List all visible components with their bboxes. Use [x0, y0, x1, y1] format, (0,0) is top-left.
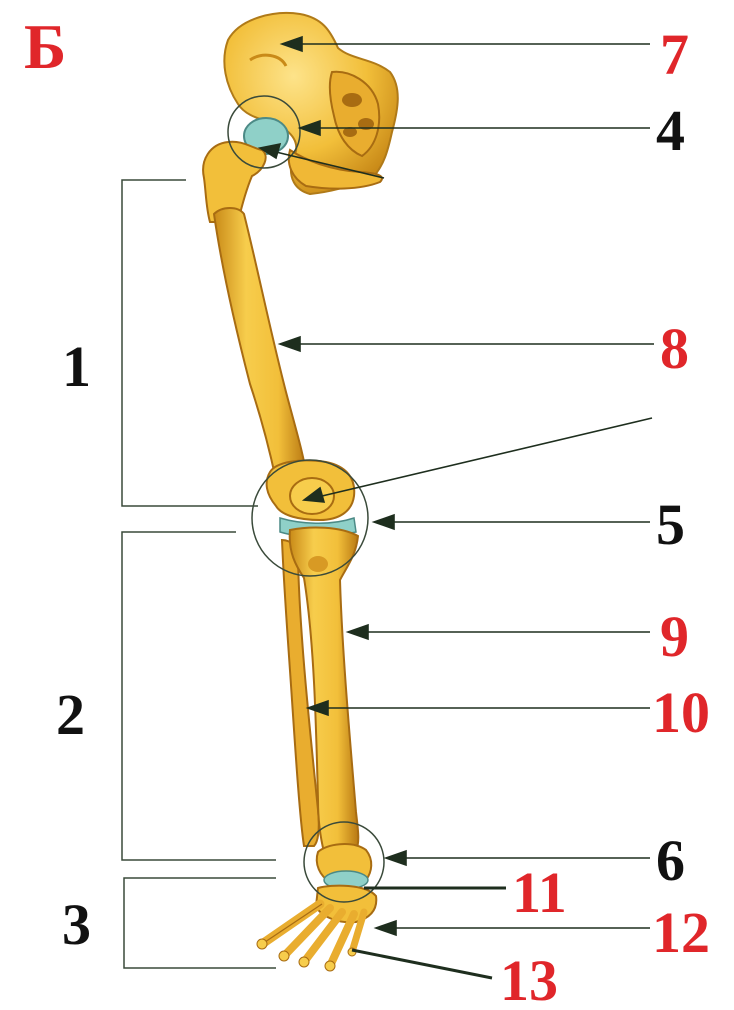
label-6: 6	[656, 828, 685, 893]
label-12: 12	[652, 900, 710, 965]
leader-knee-inner	[322, 418, 652, 496]
panel-letter: Б	[24, 11, 66, 82]
label-8: 8	[660, 316, 689, 381]
label-2: 2	[56, 682, 85, 747]
label-13: 13	[500, 948, 558, 1010]
label-7: 7	[660, 22, 689, 87]
label-5: 5	[656, 492, 685, 557]
label-4: 4	[656, 98, 685, 163]
foot-bracket	[124, 878, 276, 968]
label-1: 1	[62, 334, 91, 399]
label-11: 11	[512, 860, 567, 925]
femur-illustration	[203, 142, 354, 520]
label-9: 9	[660, 604, 689, 669]
label-3: 3	[62, 892, 91, 957]
shin-bracket	[122, 532, 276, 860]
shin-bones-illustration	[282, 528, 358, 852]
leader-13	[352, 950, 492, 978]
label-10: 10	[652, 680, 710, 745]
